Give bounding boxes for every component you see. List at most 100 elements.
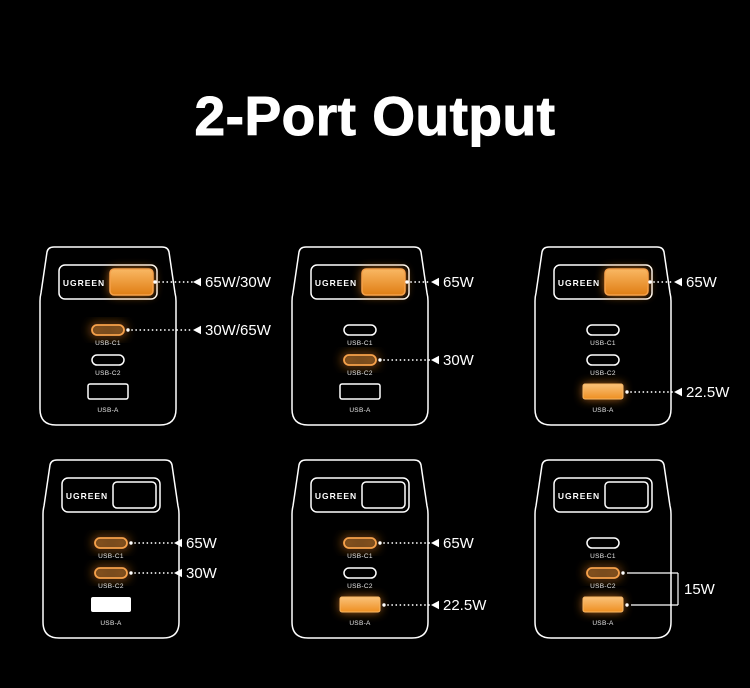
usb-a-port: [582, 383, 624, 400]
wattage-label: 65W: [186, 535, 218, 552]
callout-arrow-icon: [674, 387, 682, 397]
usb-c2-label: USB-C2: [347, 583, 373, 590]
callout-arrow-icon: [174, 568, 182, 578]
brand-label: UGREEN: [315, 491, 357, 501]
callout-dot: [621, 571, 625, 575]
top-slot: [361, 481, 406, 509]
charger-body: [42, 459, 180, 639]
callout-arrow-icon: [174, 538, 182, 548]
wattage-label: 65W: [443, 274, 475, 291]
page-title: 2-Port Output: [194, 85, 556, 148]
top-panel: [310, 477, 410, 513]
usb-a-port: [339, 596, 381, 613]
usb-a-label: USB-A: [592, 620, 614, 627]
usb-c2-label: USB-C2: [347, 370, 373, 377]
charger-body: [39, 246, 177, 426]
top-panel: [310, 264, 410, 300]
charger-body: [534, 246, 672, 426]
callout-arrow-icon: [193, 277, 201, 287]
callout-arrow-icon: [431, 355, 439, 365]
brand-label: UGREEN: [558, 278, 600, 288]
usb-c1-port: [343, 537, 377, 549]
usb-a-label: USB-A: [97, 407, 119, 414]
usb-a-port: [87, 383, 129, 400]
callout-dot: [648, 280, 652, 284]
wattage-label: 15W: [684, 581, 716, 598]
brand-label: UGREEN: [558, 491, 600, 501]
callout-dot: [405, 280, 409, 284]
brand-label: UGREEN: [63, 278, 105, 288]
usb-a-label: USB-A: [349, 407, 371, 414]
wattage-label: 65W: [686, 274, 718, 291]
top-slot: [604, 481, 649, 509]
top-slot: [361, 268, 406, 296]
callout-arrow-icon: [431, 600, 439, 610]
callout-dot: [378, 358, 382, 362]
usb-a-port: [91, 597, 131, 612]
callout-arrow-icon: [674, 277, 682, 287]
top-panel: [553, 264, 653, 300]
wattage-label: 22.5W: [686, 384, 730, 401]
top-panel: [61, 477, 161, 513]
callout-arrow-icon: [431, 538, 439, 548]
top-panel: [58, 264, 158, 300]
usb-c1-label: USB-C1: [590, 340, 616, 347]
usb-c2-label: USB-C2: [590, 583, 616, 590]
callout-dot: [382, 603, 386, 607]
usb-c1-port: [586, 324, 620, 336]
top-slot: [109, 268, 154, 296]
usb-c1-port: [343, 324, 377, 336]
wattage-label: 65W: [443, 535, 475, 552]
top-panel: [553, 477, 653, 513]
usb-c1-port: [91, 324, 125, 336]
usb-c1-label: USB-C1: [590, 553, 616, 560]
callout-dot: [625, 390, 629, 394]
callout-dot: [378, 541, 382, 545]
usb-c1-port: [586, 537, 620, 549]
charger-body: [291, 459, 429, 639]
callout-dot: [153, 280, 157, 284]
top-slot: [112, 481, 157, 509]
wattage-label: 65W/30W: [205, 274, 272, 291]
usb-a-label: USB-A: [349, 620, 371, 627]
usb-c1-label: USB-C1: [98, 553, 124, 560]
usb-c2-port: [586, 567, 620, 579]
usb-c1-label: USB-C1: [347, 553, 373, 560]
wattage-label: 30W: [443, 352, 475, 369]
usb-c1-port: [94, 537, 128, 549]
usb-c2-port: [343, 567, 377, 579]
callout-arrow-icon: [431, 277, 439, 287]
wattage-label: 30W/65W: [205, 322, 272, 339]
callout-dot: [126, 328, 130, 332]
usb-c2-port: [343, 354, 377, 366]
usb-c1-label: USB-C1: [347, 340, 373, 347]
top-slot: [604, 268, 649, 296]
callout-dot: [129, 541, 133, 545]
usb-c2-port: [91, 354, 125, 366]
charger-body: [534, 459, 672, 639]
usb-c2-label: USB-C2: [95, 370, 121, 377]
callout-dot: [625, 603, 629, 607]
usb-c2-port: [94, 567, 128, 579]
usb-a-label: USB-A: [100, 620, 122, 627]
usb-a-port: [582, 596, 624, 613]
callout-arrow-icon: [193, 325, 201, 335]
usb-c2-label: USB-C2: [590, 370, 616, 377]
brand-label: UGREEN: [66, 491, 108, 501]
usb-a-label: USB-A: [592, 407, 614, 414]
usb-c2-label: USB-C2: [98, 583, 124, 590]
charger-body: [291, 246, 429, 426]
usb-c2-port: [586, 354, 620, 366]
brand-label: UGREEN: [315, 278, 357, 288]
usb-c1-label: USB-C1: [95, 340, 121, 347]
callout-dot: [129, 571, 133, 575]
usb-a-port: [339, 383, 381, 400]
